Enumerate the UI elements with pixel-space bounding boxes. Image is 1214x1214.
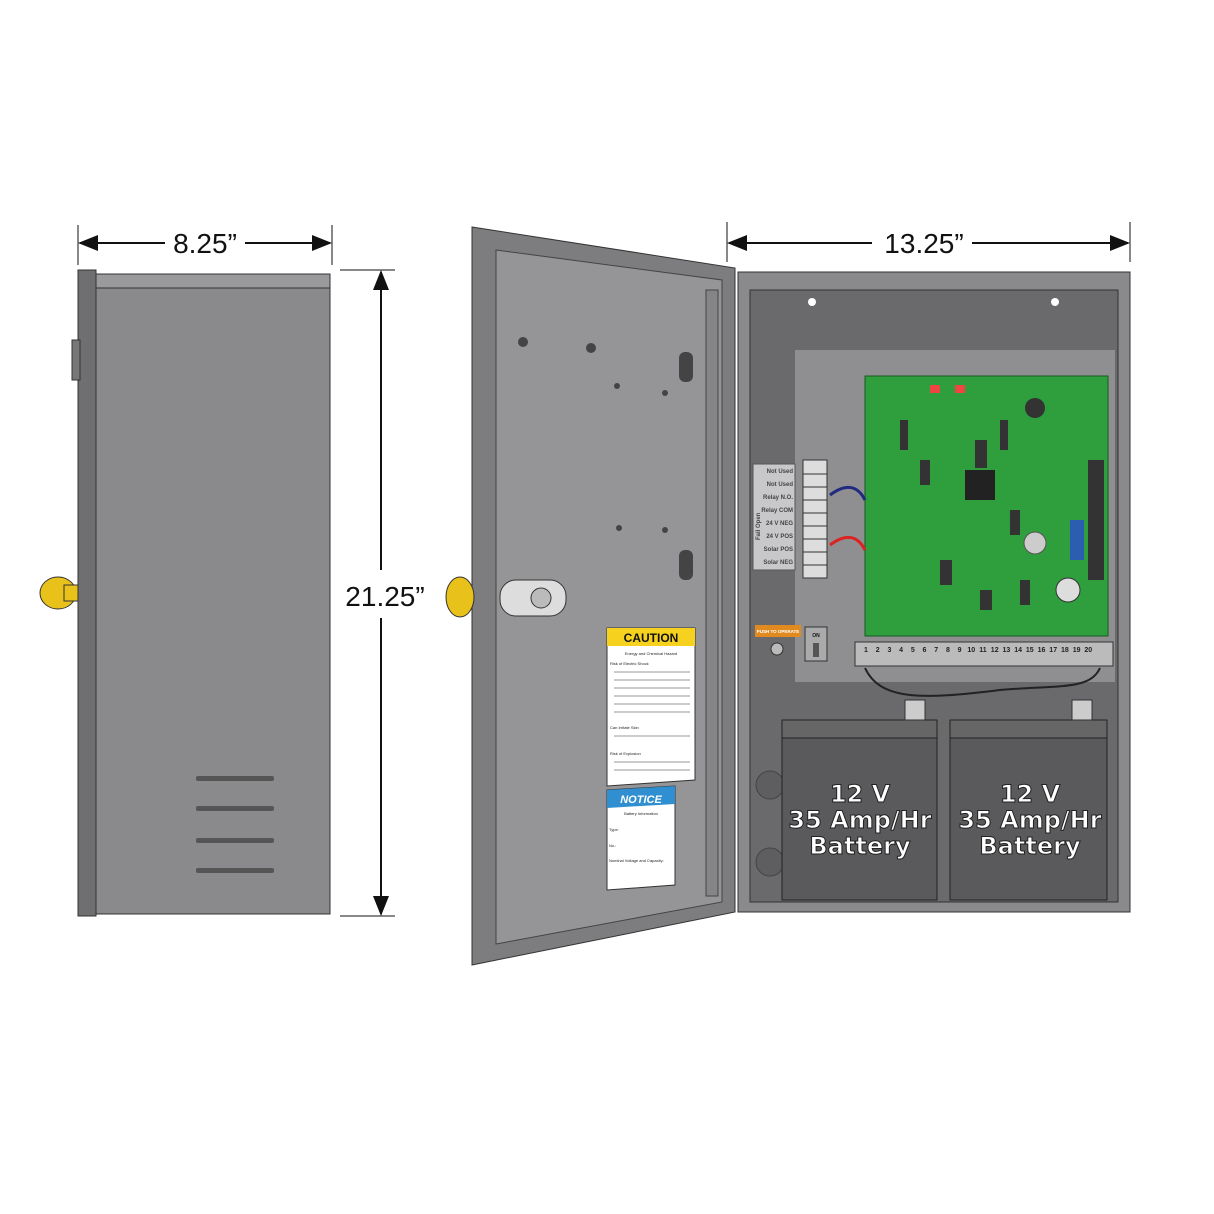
side-view	[39, 269, 331, 917]
terminal-number: 17	[1049, 647, 1057, 654]
notice-label: NOTICE Battery Information Type: No.: No…	[606, 785, 676, 891]
terminal-number: 12	[991, 647, 999, 654]
width-front-label: 13.25”	[884, 228, 963, 259]
terminal-number: 9	[958, 647, 962, 654]
svg-text:Not Used: Not Used	[767, 469, 794, 475]
width-side-label: 8.25”	[173, 228, 237, 259]
svg-text:Relay N.O.: Relay N.O.	[763, 495, 793, 501]
height-label: 21.25”	[345, 581, 424, 612]
svg-text:Not Used: Not Used	[767, 482, 794, 488]
svg-text:Battery: Battery	[809, 832, 911, 860]
terminal-number: 3	[887, 647, 891, 654]
svg-text:No.:: No.:	[609, 843, 616, 848]
terminal-number: 10	[967, 647, 975, 654]
svg-text:NOTICE: NOTICE	[620, 794, 662, 806]
terminal-number: 5	[911, 647, 915, 654]
terminal-number: 7	[934, 647, 938, 654]
svg-text:ON: ON	[812, 633, 820, 639]
terminal-number: 19	[1073, 647, 1081, 654]
svg-text:Can Irritate Skin: Can Irritate Skin	[610, 725, 639, 730]
terminal-number: 6	[923, 647, 927, 654]
svg-text:12 V: 12 V	[830, 780, 891, 808]
svg-text:24 V NEG: 24 V NEG	[766, 521, 793, 527]
svg-text:35 Amp/Hr: 35 Amp/Hr	[788, 806, 931, 834]
battery-right: 12 V 35 Amp/Hr Battery	[949, 699, 1108, 901]
terminal-number: 1	[864, 647, 868, 654]
push-to-operate-button[interactable]: PUSH TO OPERATE	[755, 625, 801, 656]
dimension-width-side: 8.25”	[77, 225, 333, 265]
terminal-number: 8	[946, 647, 950, 654]
svg-text:12 V: 12 V	[1000, 780, 1061, 808]
open-door[interactable]: CAUTION Energy and Chemical Hazard Risk …	[445, 226, 736, 966]
svg-text:Nominal Voltage and Capacity:: Nominal Voltage and Capacity:	[609, 858, 664, 863]
terminal-number: 4	[899, 647, 903, 654]
circuit-board	[864, 375, 1109, 637]
terminal-number: 18	[1061, 647, 1069, 654]
svg-text:Energy and Chemical Hazard: Energy and Chemical Hazard	[625, 651, 677, 656]
key-icon	[39, 576, 79, 610]
svg-text:Battery Information: Battery Information	[624, 811, 658, 816]
terminal-number: 15	[1026, 647, 1034, 654]
dimension-height: 21.25”	[340, 269, 425, 917]
vent-slots	[196, 776, 274, 873]
terminal-number: 14	[1014, 647, 1022, 654]
svg-text:Relay COM: Relay COM	[761, 508, 793, 514]
power-switch[interactable]: ON	[804, 626, 828, 662]
cabinet-front: Not Used Not Used Relay N.O. Relay COM 2…	[737, 271, 1131, 913]
svg-text:Solar NEG: Solar NEG	[763, 560, 793, 566]
terminal-number: 2	[876, 647, 880, 654]
svg-text:Type:: Type:	[609, 827, 619, 832]
key-icon	[445, 576, 475, 618]
svg-text:Battery: Battery	[979, 832, 1081, 860]
terminal-number: 13	[1003, 647, 1011, 654]
svg-text:Fail Open: Fail Open	[756, 512, 762, 540]
svg-text:PUSH TO OPERATE: PUSH TO OPERATE	[757, 629, 800, 634]
svg-text:CAUTION: CAUTION	[624, 631, 679, 645]
door-lock[interactable]	[445, 576, 567, 618]
svg-text:Risk of Electric Shock: Risk of Electric Shock	[610, 661, 649, 666]
battery-left: 12 V 35 Amp/Hr Battery	[781, 699, 938, 901]
caution-label: CAUTION Energy and Chemical Hazard Risk …	[606, 627, 696, 787]
terminal-number: 20	[1084, 647, 1092, 654]
svg-text:Solar POS: Solar POS	[764, 547, 793, 553]
terminal-strip-top: Not Used Not Used Relay N.O. Relay COM 2…	[752, 459, 867, 579]
svg-text:Risk of Explosion: Risk of Explosion	[610, 751, 641, 756]
terminal-number: 16	[1038, 647, 1046, 654]
terminal-number: 11	[979, 647, 987, 654]
svg-text:24 V POS: 24 V POS	[766, 534, 793, 540]
svg-text:35 Amp/Hr: 35 Amp/Hr	[958, 806, 1101, 834]
dimension-width-front: 13.25”	[726, 222, 1131, 262]
